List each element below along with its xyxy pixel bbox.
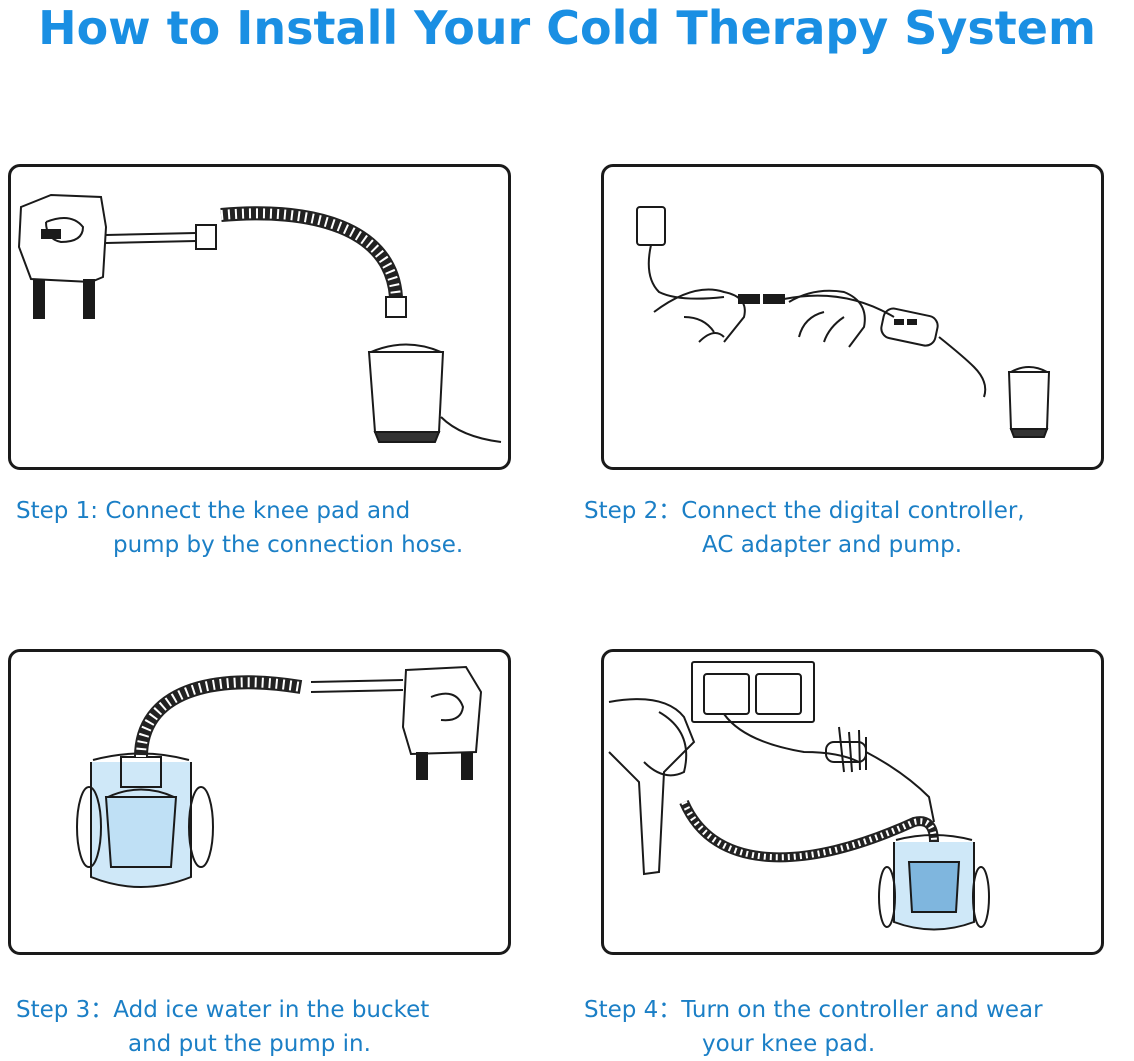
step-3-line1: Step 3：Add ice water in the bucket <box>16 997 430 1023</box>
step-1-line2: pump by the connection hose. <box>113 532 464 558</box>
step-2-caption: Step 2：Connect the digital controller, A… <box>584 494 1025 562</box>
knee-pad-hose-pump-drawing <box>17 193 502 443</box>
step-4-line2: your knee pad. <box>702 1031 876 1057</box>
step-1-caption: Step 1: Connect the knee pad and pump by… <box>16 494 463 562</box>
step-4-caption: Step 4：Turn on the controller and wear y… <box>584 993 1043 1061</box>
wear-knee-pad-drawing <box>608 661 990 931</box>
step-2-line2: AC adapter and pump. <box>702 532 963 558</box>
bucket-pump-drawing <box>76 665 483 888</box>
controller-adapter-pump-drawing <box>636 206 1051 438</box>
step-2-illustration <box>601 164 1104 470</box>
step-4-illustration <box>601 649 1104 955</box>
step-3-caption: Step 3：Add ice water in the bucket and p… <box>16 993 429 1061</box>
page-title: How to Install Your Cold Therapy System <box>38 1 1096 55</box>
step-4-line1: Step 4：Turn on the controller and wear <box>584 997 1043 1023</box>
step-3-line2: and put the pump in. <box>128 1031 371 1057</box>
step-3-illustration <box>8 649 511 955</box>
step-1-illustration <box>8 164 511 470</box>
step-2-line1: Step 2：Connect the digital controller, <box>584 498 1025 524</box>
step-1-line1: Step 1: Connect the knee pad and <box>16 498 411 524</box>
